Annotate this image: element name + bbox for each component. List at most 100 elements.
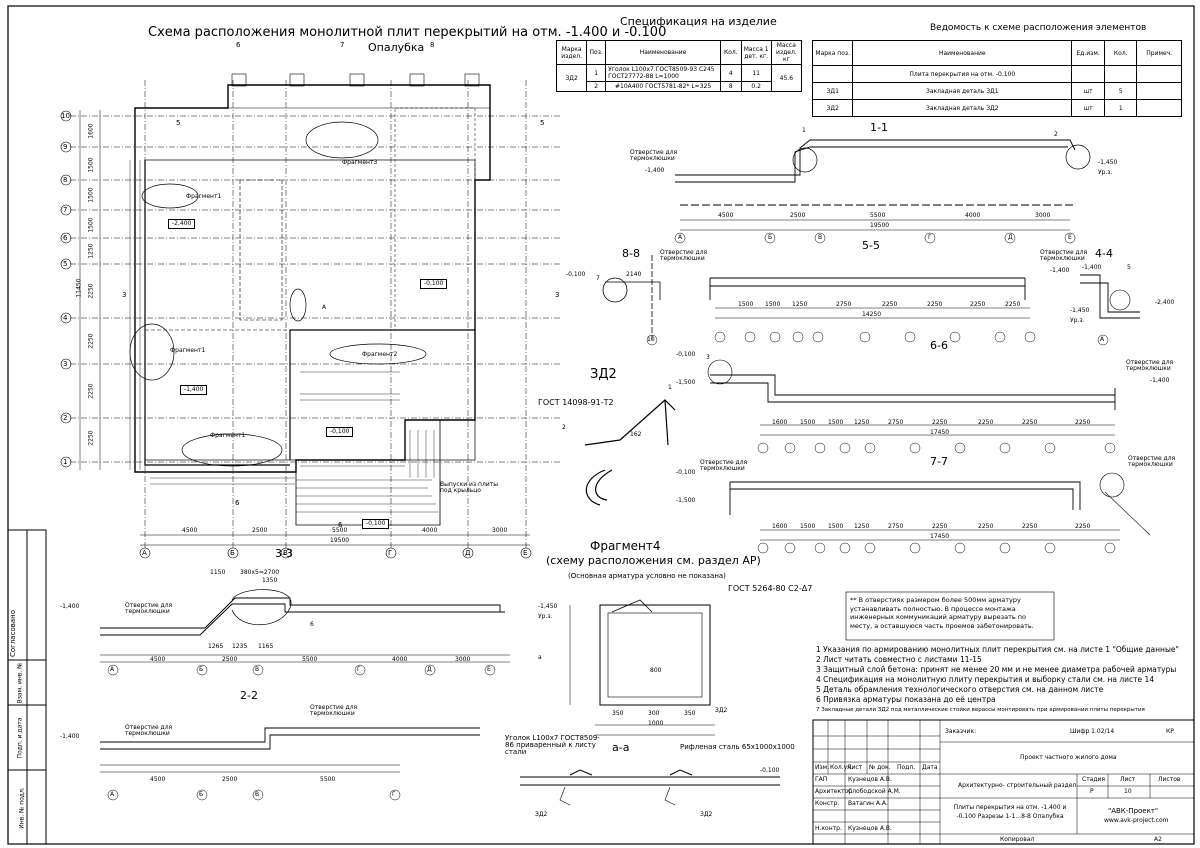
note-line: 2 Лист читать совместно с листами 11-15 xyxy=(816,655,982,664)
spec-gost-top: L100х7 ГОСТ8509-93 xyxy=(631,66,698,73)
stamp-sheets-header: Листов xyxy=(1158,776,1181,783)
section-a-a-level: -0,100 xyxy=(760,767,780,774)
spec-qty: 4 xyxy=(719,64,742,82)
section-8-8-axis: 10 xyxy=(647,336,655,343)
axis-number-5: 5 xyxy=(63,260,68,268)
section-1-1-pos2: 2 xyxy=(1054,131,1058,138)
roof-outlet-note: Выпуски из плиты под крыльцо xyxy=(440,481,498,494)
fragment4-dim: 300 xyxy=(648,710,660,717)
section-6-6-dim: 1250 xyxy=(854,419,870,426)
zd2-pos-2: 2 xyxy=(562,424,566,431)
cut-mark: 6 xyxy=(338,521,343,529)
stamp-role: ГАП xyxy=(815,776,828,783)
axis-number-4: 4 xyxy=(63,314,68,322)
section-3-3-level-2: -1,450 xyxy=(538,603,558,610)
fragment-label: Фрагмент1 xyxy=(210,432,246,439)
section-1-1-axis: Д xyxy=(1008,234,1013,241)
axis-number-8: 8 xyxy=(63,176,68,184)
cut-mark: 6 xyxy=(236,41,241,49)
stamp-site: www.avk-project.com xyxy=(1104,817,1169,824)
section-2-2-axis: Г xyxy=(392,791,396,798)
axis-number-9: 9 xyxy=(63,143,68,151)
section-3-3-dim: 3000 xyxy=(455,656,471,663)
plan-left-dim-5: 1250 xyxy=(87,243,95,259)
section-2-2-level: -1,400 xyxy=(60,733,80,740)
section-3-3-top-dim: 1150 xyxy=(210,569,226,576)
general-notes: 1 Указания по армированию монолитных пли… xyxy=(816,645,1186,715)
plan-title: Схема расположения монолитной плит перек… xyxy=(148,25,667,40)
stamp-sheet-title: Плиты перекрытия на отм. -1.400 и -0.100… xyxy=(953,804,1067,820)
section-3-3-axis: Г xyxy=(357,666,361,673)
section-1-1-dim: 4500 xyxy=(718,212,734,219)
section-2-2-dim: 2500 xyxy=(222,776,238,783)
spec-mass: 0.2 xyxy=(740,81,772,92)
plan-left-dim-6: 1500 xyxy=(87,217,95,233)
fragment4-total: 1000 xyxy=(648,720,664,727)
stamp-person: Ватагин А.А. xyxy=(848,800,888,807)
section-a-a-mark: ЗД2 xyxy=(700,811,713,818)
section-5-5-label: 5-5 xyxy=(862,239,880,252)
stamp-cipher: Шифр 1.02/14 xyxy=(1070,728,1115,735)
statement-header: Марка поз. xyxy=(811,40,854,66)
section-3-3-dim: 4500 xyxy=(150,656,166,663)
stamp-col: Изм. xyxy=(815,764,830,771)
section-1-1-dim: 3000 xyxy=(1035,212,1051,219)
section-7-7-total: 17450 xyxy=(930,533,950,540)
section-1-1-label: 1-1 xyxy=(870,121,888,134)
stamp-person: Слободской А.М. xyxy=(848,788,901,795)
cut-mark: 7 xyxy=(340,41,345,49)
fragment-label: Фрагмент2 xyxy=(362,351,398,358)
fragment4-gost: ГОСТ 5264-80 С2-Δ7 xyxy=(728,584,813,593)
section-6-6-level-2: -1,500 xyxy=(676,379,696,386)
spec-qty: 8 xyxy=(719,81,742,92)
section-5-5-total: 14250 xyxy=(862,311,882,318)
fragment4-title: Фрагмент4 xyxy=(590,539,661,553)
section-7-7-dim: 2250 xyxy=(1022,523,1038,530)
spec-mass: 11 xyxy=(740,64,772,82)
stamp-org: "АВК-Проект" xyxy=(1108,807,1159,815)
statement-name: Плита перекрытия на отм. -0.100 xyxy=(852,65,1073,83)
statement-note xyxy=(1136,99,1182,117)
spec-mark: ЗД2 xyxy=(555,64,588,92)
axis-letter-d: Д xyxy=(465,549,471,557)
section-7-7-level-2: -1,500 xyxy=(676,497,696,504)
statement-name: Закладная деталь ЗД1 xyxy=(852,82,1073,100)
statement-note xyxy=(1136,82,1182,100)
section-6-6-dim: 1500 xyxy=(800,419,816,426)
plan-left-dim-2: 2250 xyxy=(87,383,95,399)
spec-header: Поз. xyxy=(586,40,607,65)
section-7-7-dim: 1500 xyxy=(828,523,844,530)
section-6-6-dim: 2250 xyxy=(1022,419,1038,426)
fragment4-dim: 350 xyxy=(612,710,624,717)
plan-left-total: 11450 xyxy=(75,278,83,298)
section-4-4-label: 4-4 xyxy=(1095,247,1113,260)
spec-name: Уголок L100х7 ГОСТ8509-93 С245 ГОСТ27772… xyxy=(605,64,721,82)
section-6-6-hole: Отверстие для термоклюшки xyxy=(1126,359,1174,372)
axis-letter-b: Б xyxy=(230,549,235,557)
section-4-4-level-2: -1,450 xyxy=(1070,307,1090,314)
fragment-label: Фрагмент1 xyxy=(170,347,206,354)
stamp-stage: Р xyxy=(1090,788,1094,795)
spec-length: L=1000 xyxy=(655,73,679,80)
fragment4-mark: ЗД2 xyxy=(715,707,728,714)
section-8-8-label: 8-8 xyxy=(622,247,640,260)
statement-name: Закладная деталь ЗД2 xyxy=(852,99,1073,117)
plan-left-dim-9: 1600 xyxy=(87,123,95,139)
section-5-5-dim: 2250 xyxy=(970,301,986,308)
side-agreed: Согласовано xyxy=(9,609,18,658)
axis-number-3: 3 xyxy=(63,360,68,368)
section-2-2-hole-2: Отверстие для термоклюшки xyxy=(310,704,358,717)
section-3-3-axis: Е xyxy=(487,666,491,673)
spec-gost-bottom: С245 ГОСТ27772-88 xyxy=(608,66,715,80)
stamp-copied: Копировал xyxy=(1000,836,1035,843)
cut-mark: 3 xyxy=(122,291,127,299)
stamp-col: Лист xyxy=(847,764,863,771)
cut-mark: 3 xyxy=(555,291,560,299)
fragment4-cut: а xyxy=(538,654,542,661)
section-5-5-hole: Отверстие для термоклюшки xyxy=(660,249,708,262)
level-mark: -2,400 xyxy=(168,219,196,229)
cut-mark: 5 xyxy=(176,119,181,127)
zd2-dim: 162 xyxy=(630,431,642,438)
section-1-1-axis: Е xyxy=(1068,234,1072,241)
plan-left-dim-4: 2250 xyxy=(87,283,95,299)
